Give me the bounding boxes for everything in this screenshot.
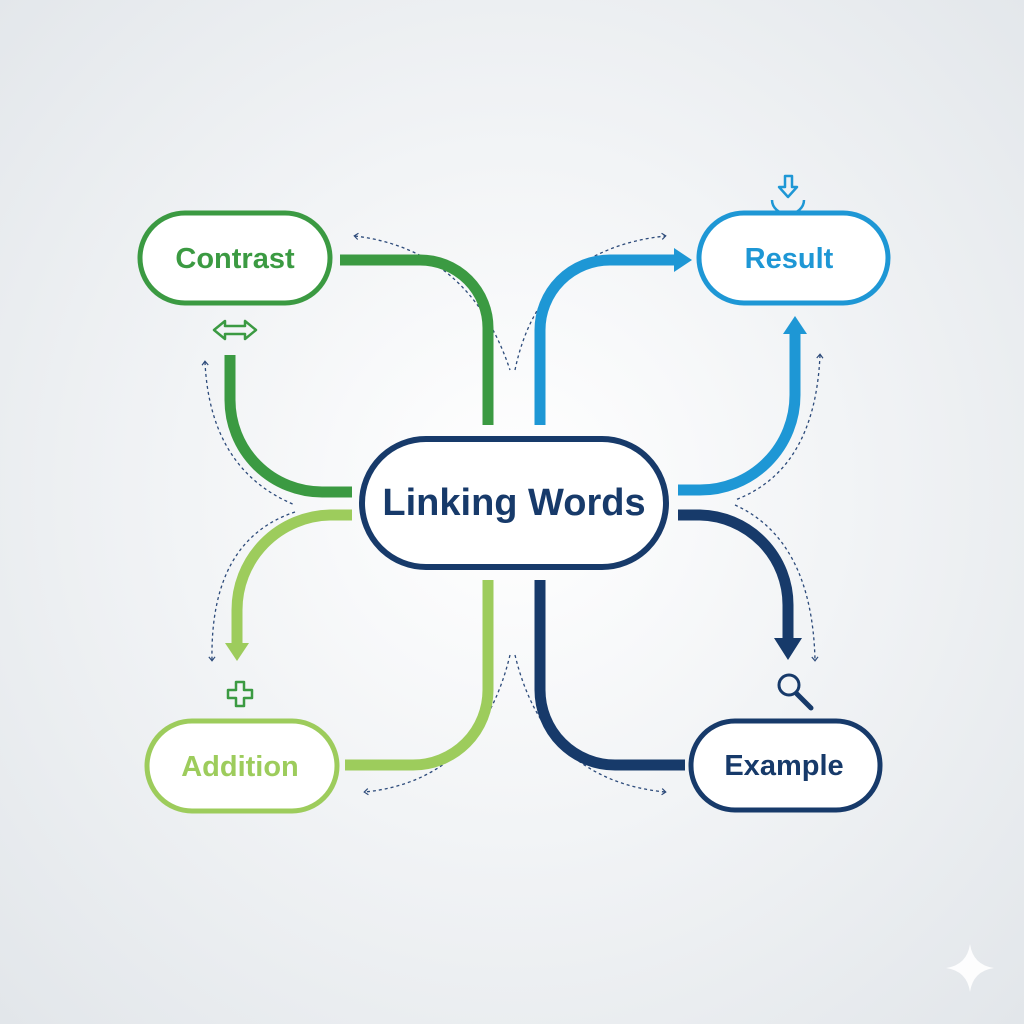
node-example-label: Example: [724, 750, 843, 782]
connector-result-top: [534, 254, 676, 425]
node-addition-label: Addition: [181, 751, 299, 783]
connector-contrast-side: [224, 355, 352, 498]
connector-example-side: [678, 509, 794, 642]
connector-result-side: [678, 332, 801, 496]
arrowhead-addition: [225, 643, 249, 661]
connector-addition-side: [231, 509, 352, 645]
sparkle-icon: [946, 944, 994, 992]
center-node-label: Linking Words: [382, 482, 645, 524]
node-contrast-label: Contrast: [175, 243, 295, 275]
download-arrow-icon: [770, 174, 806, 216]
plus-icon: [226, 680, 254, 708]
arrowhead-result-side: [783, 316, 807, 334]
connector-addition-bottom: [345, 580, 494, 771]
double-arrow-icon: [212, 319, 258, 341]
node-example[interactable]: Example: [688, 718, 883, 813]
magnifier-icon: [777, 673, 814, 711]
connector-example-bottom: [534, 580, 685, 771]
node-addition[interactable]: Addition: [144, 718, 340, 814]
connector-contrast-top: [340, 254, 494, 425]
arrowhead-example: [774, 638, 802, 660]
node-result[interactable]: Result: [696, 210, 891, 306]
arrowhead-result-top: [674, 248, 692, 272]
node-result-label: Result: [745, 243, 834, 275]
node-contrast[interactable]: Contrast: [137, 210, 333, 306]
center-node[interactable]: Linking Words: [359, 436, 669, 570]
